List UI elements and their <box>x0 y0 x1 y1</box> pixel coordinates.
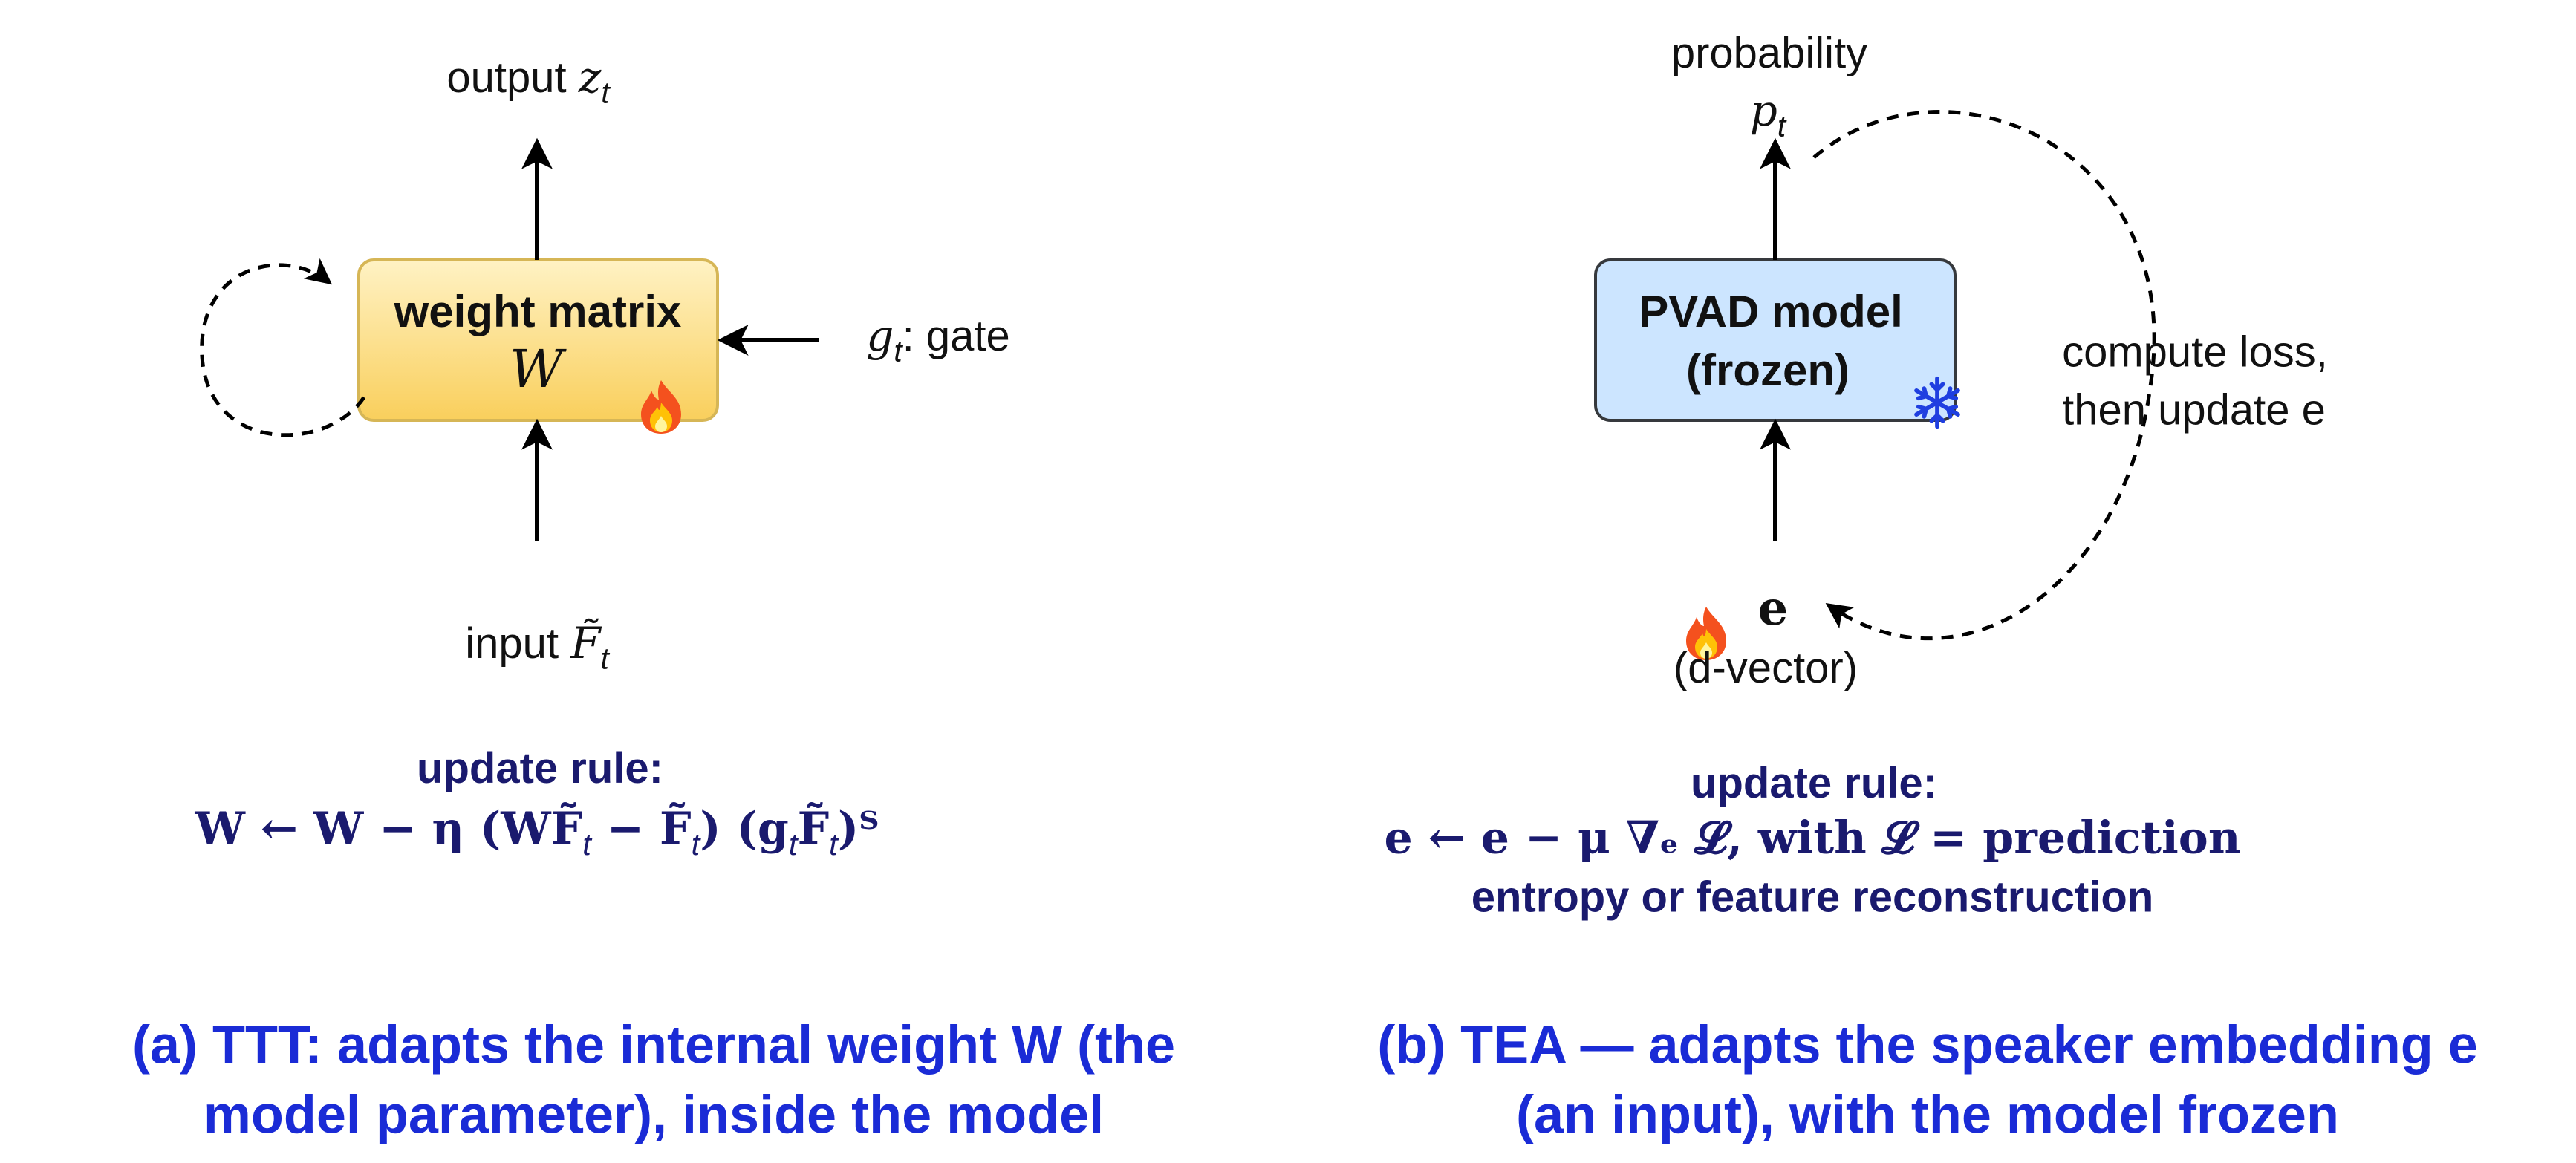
input-symbol: F̃ <box>570 618 601 669</box>
rule-a-f2: F̃ <box>659 803 692 856</box>
embedding-symbol: e <box>1757 581 1789 636</box>
loss-line2: then update e <box>2062 386 2326 434</box>
prob-symbol: p <box>1749 85 1777 137</box>
input-label: input F̃t <box>465 622 608 674</box>
panel-a-rule-title: update rule: <box>417 744 663 792</box>
output-symbol: z <box>578 52 602 103</box>
probability-label: probability <box>1671 29 1868 77</box>
caption-a-line1: (a) TTT: adapts the internal weight W (t… <box>132 1015 1175 1075</box>
probability-symbol: pt <box>1750 89 1786 141</box>
rule-a-paren: ) (g <box>700 803 789 856</box>
caption-a-line2: model parameter), inside the model <box>203 1085 1105 1144</box>
panel-b-caption: (b) TEA — adapts the speaker embedding e… <box>1377 1011 2478 1150</box>
self-update-loop <box>200 258 366 437</box>
caption-b-line1: (b) TEA — adapts the speaker embedding e <box>1377 1015 2478 1075</box>
output-word: output <box>446 53 567 102</box>
output-subscript: t <box>601 75 610 110</box>
dvector-label: (d-vector) <box>1673 644 1858 692</box>
pvad-model-line1: PVAD model <box>1639 287 1903 336</box>
prob-subscript: t <box>1777 108 1786 143</box>
rule-b-line1: e ← e − μ ∇ₑ 𝓛, with 𝓛 = prediction <box>1384 812 2241 864</box>
rule-a-f3: F̃ <box>797 803 830 856</box>
weight-matrix-symbol: W <box>510 339 563 400</box>
panel-b-update-rule: e ← e − μ ∇ₑ 𝓛, with 𝓛 = prediction entr… <box>1385 808 2241 926</box>
weight-matrix-title: weight matrix <box>394 287 682 336</box>
rule-a-f1: F̃ <box>550 803 583 856</box>
rule-a-lhs: W ← W − η (W <box>195 803 551 856</box>
output-label: output zt <box>446 56 609 108</box>
pvad-model-box <box>1594 258 1957 422</box>
loss-label: compute loss, then update e <box>2062 324 2328 440</box>
rule-a-f2-sub: t <box>691 826 700 861</box>
loss-line1: compute loss, <box>2062 328 2328 377</box>
rule-a-f1-sub: t <box>582 826 591 861</box>
rule-a-end: )ᵀ <box>837 803 879 856</box>
rule-a-g-sub: t <box>788 826 798 861</box>
input-subscript: t <box>600 641 609 676</box>
gate-label: gt: gate <box>866 314 1010 366</box>
pvad-model-line2: (frozen) <box>1686 345 1850 395</box>
caption-b-line2: (an input), with the model frozen <box>1516 1085 2339 1144</box>
gate-subscript: t <box>894 333 902 368</box>
rule-a-f3-sub: t <box>829 826 838 861</box>
panel-a-caption: (a) TTT: adapts the internal weight W (t… <box>132 1011 1175 1150</box>
rule-a-mid: − <box>591 803 660 856</box>
panel-b-rule-title: update rule: <box>1691 759 1937 807</box>
gate-symbol: g <box>866 310 894 362</box>
panel-a-update-rule: W ← W − η (WF̃t − F̃t) (gtF̃t)ᵀ <box>195 807 879 860</box>
input-word: input <box>465 619 559 668</box>
loss-feedback-loop <box>1812 110 2156 641</box>
rule-b-line2: entropy or feature reconstruction <box>1471 873 2154 922</box>
gate-word: : gate <box>902 312 1010 361</box>
